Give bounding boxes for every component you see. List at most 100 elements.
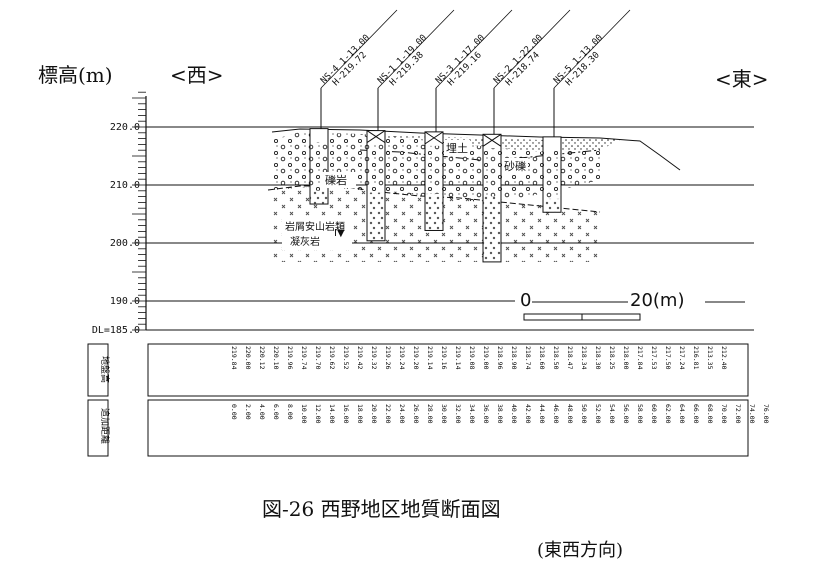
figure-title: 図-26 西野地区地質断面図 [262, 497, 501, 521]
elevation-axis-title: 標高(m) [38, 63, 113, 87]
elevation-tick-label: 200.0 [110, 238, 140, 249]
borehole-rock-section [310, 190, 328, 205]
tuff-label: 凝灰岩 [290, 235, 320, 248]
ground-height-value: 217.24 [678, 346, 686, 370]
elevation-tick-label: 190.0 [110, 296, 140, 307]
chainage-value: 48.00 [566, 404, 574, 424]
chainage-value: 10.00 [300, 404, 308, 424]
ground-height-value: 219.32 [370, 346, 378, 370]
chainage-value: 26.00 [412, 404, 420, 424]
chainage-value: 66.00 [692, 404, 700, 424]
geology-text: 礫岩 埋土 砂礫 岩屑安山岩類 凝灰岩 Ⅰ▼ [282, 140, 528, 250]
chainage-value: 14.00 [328, 404, 336, 424]
ground-height-value: 212.40 [720, 346, 728, 370]
elevation-tick-label: 210.0 [110, 180, 140, 191]
ground-height-value: 219.00 [482, 346, 490, 370]
ground-height-value: 217.50 [664, 346, 672, 370]
ground-height-value: 218.47 [566, 346, 574, 370]
ground-height-value: 219.14 [454, 346, 462, 370]
chainage-value: 0.00 [230, 404, 238, 420]
scale-bar: 0 20(m) [520, 290, 745, 321]
ground-height-value: 220.10 [272, 346, 280, 370]
chainage-value: 28.00 [426, 404, 434, 424]
ground-height-value: 218.50 [552, 346, 560, 370]
borehole-rock-section [543, 198, 561, 213]
ground-height-value: 218.74 [524, 346, 532, 370]
ground-surface-line [271, 128, 681, 171]
west-direction-label: <西> [170, 63, 224, 87]
chainage-value: 54.00 [608, 404, 616, 424]
ground-height-value: 218.30 [594, 346, 602, 370]
chainage-value: 60.00 [650, 404, 658, 424]
borehole-rock-section [367, 192, 385, 241]
ground-height-value: 219.20 [412, 346, 420, 370]
chainage-value: 2.00 [244, 404, 252, 420]
borehole-label-rule [435, 9, 513, 89]
ground-height-value: 218.34 [580, 346, 588, 370]
borehole-label-rule [320, 9, 398, 89]
ground-height-value: 219.08 [468, 346, 476, 370]
borehole-fill-marker [424, 131, 444, 145]
ground-height-value: 220.12 [258, 346, 266, 370]
east-direction-label: <東> [715, 67, 769, 91]
chainage-values: 0.00 2.00 4.00 6.00 8.00 10.00 12.00 14.00 16.00… [230, 404, 770, 424]
ground-height-value: 219.52 [342, 346, 350, 370]
borehole-gravel-section [367, 144, 385, 193]
borehole-rock-section [483, 196, 501, 262]
borehole-gravel-section [425, 145, 443, 194]
ground-height-value: 219.24 [398, 346, 406, 370]
ground-height-value: 219.26 [384, 346, 392, 370]
ground-height-value: 219.84 [230, 346, 238, 370]
andesite-label: 岩屑安山岩類 [285, 220, 345, 233]
chainage-value: 56.00 [622, 404, 630, 424]
chainage-value: 70.00 [720, 404, 728, 424]
chainage-value: 62.00 [664, 404, 672, 424]
chainage-value: 8.00 [286, 404, 294, 420]
borehole-label-rule [553, 9, 631, 89]
elevation-ruler [132, 91, 147, 331]
ground-height-header: 地盤高 [99, 356, 111, 383]
chainage-value: 16.00 [342, 404, 350, 424]
ground-height-value: 219.14 [426, 346, 434, 370]
chainage-value: 12.00 [314, 404, 322, 424]
elevation-tick-label: 220.0 [110, 122, 140, 133]
chainage-value: 4.00 [258, 404, 266, 420]
ruler-minor-ticks [132, 91, 146, 331]
chainage-value: 36.00 [482, 404, 490, 424]
conglomerate-label: 礫岩 [325, 173, 347, 187]
borehole-gravel-section [483, 148, 501, 197]
chainage-value: 74.00 [748, 404, 756, 424]
chainage-value: 6.00 [272, 404, 280, 420]
chainage-value: 50.00 [580, 404, 588, 424]
chainage-value: 58.00 [636, 404, 644, 424]
chainage-value: 30.00 [440, 404, 448, 424]
scale-length-label: 20(m) [630, 290, 684, 311]
borehole-label-rule [493, 9, 571, 89]
ground-height-value: 216.81 [692, 346, 700, 370]
chainage-value: 38.00 [496, 404, 504, 424]
borehole-fill-marker [482, 133, 502, 147]
chainage-header: 追加距離 [99, 408, 111, 444]
chainage-value: 52.00 [594, 404, 602, 424]
rock-class-label: Ⅰ▼ [334, 228, 345, 239]
chainage-value: 64.00 [678, 404, 686, 424]
sandy-gravel-label: 砂礫 [504, 159, 526, 173]
fill-soil-label: 埋土 [446, 142, 468, 155]
ground-height-value: 218.90 [510, 346, 518, 370]
ground-height-value: 219.70 [314, 346, 322, 370]
chainage-value: 20.00 [370, 404, 378, 424]
ground-height-value: 220.00 [244, 346, 252, 370]
ground-height-value: 219.74 [300, 346, 308, 370]
ground-height-value: 218.00 [622, 346, 630, 370]
borehole-gravel-section [543, 150, 561, 199]
chainage-value: 22.00 [384, 404, 392, 424]
chainage-value: 46.00 [552, 404, 560, 424]
borehole-fill-marker [366, 130, 386, 144]
ground-height-value: 218.96 [496, 346, 504, 370]
chainage-value: 40.00 [510, 404, 518, 424]
chainage-value: 24.00 [398, 404, 406, 424]
ground-height-value: 219.42 [356, 346, 364, 370]
borehole-label-rule [377, 9, 455, 89]
